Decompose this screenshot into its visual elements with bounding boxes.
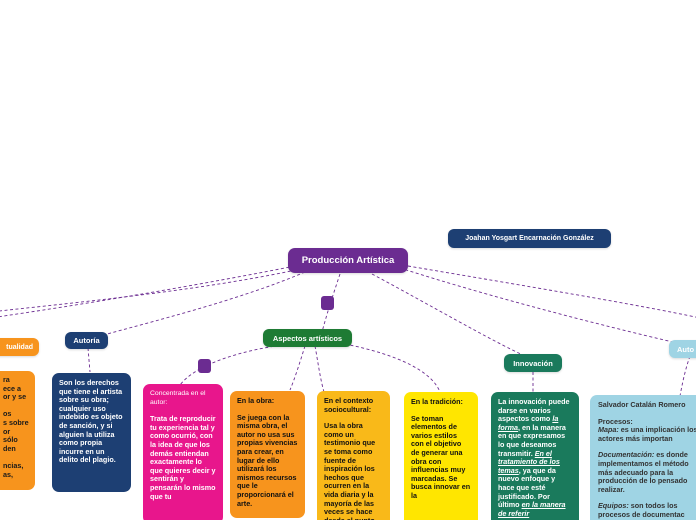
box-salvador-catalan[interactable]: Salvador Catalán Romero Procesos: Mapa: … — [590, 395, 696, 520]
contexto-text: Usa la obra como un testimonio que se to… — [324, 421, 376, 520]
procesos-label: Procesos: — [598, 416, 633, 426]
actualidad-line: ra — [3, 375, 10, 384]
innovacion-underline-forma: la forma — [498, 414, 559, 432]
link-central-autor-right — [399, 267, 691, 347]
equipos-text: son todos los procesos de documentac — [598, 501, 685, 519]
equipos-label: Equipos: — [598, 501, 629, 511]
box-autoria-text[interactable]: Son los derechos que tiene el artista so… — [52, 373, 131, 492]
equipos-paragraph: Equipos: son todos los procesos de docum… — [598, 502, 696, 519]
actualidad-line: as, — [3, 469, 13, 479]
marker-square-upper[interactable] — [321, 296, 334, 310]
link-central-far-right — [407, 265, 696, 318]
actualidad-line: ece a — [3, 383, 21, 393]
link-autor-right-text — [679, 355, 691, 397]
actualidad-line: s sobre — [3, 417, 29, 427]
innovacion-text-1: La innovación puede darse en varios aspe… — [498, 397, 570, 424]
link-aspectos-yellow — [314, 345, 325, 393]
link-aspectos-tradicion — [344, 343, 441, 393]
salvador-name: Salvador Catalán Romero — [598, 400, 686, 409]
documentacion-text: es donde implementamos el método más ade… — [598, 450, 689, 494]
central-topic-label: Producción Artística — [301, 255, 395, 266]
author-name-label: Joahan Yosgart Encarnación González — [465, 235, 594, 242]
topic-aspectos-label: Aspectos artísticos — [272, 333, 343, 343]
mapa-paragraph: Mapa: es una implicación los actores más… — [598, 425, 696, 443]
tradicion-heading: En la tradición: — [411, 397, 463, 406]
topic-autoria-label: Autoría — [73, 336, 100, 345]
marker-square-lower[interactable] — [198, 359, 211, 373]
actualidad-line: or y se — [3, 392, 27, 402]
topic-actualidad[interactable]: tualidad — [0, 338, 39, 356]
link-central-actualidad — [0, 264, 301, 317]
box-concentrada-autor[interactable]: Concentrada en el autor: Trata de reprod… — [143, 384, 223, 520]
box-en-la-obra[interactable]: En la obra: Se juega con la misma obra, … — [230, 391, 305, 518]
actualidad-line: sólo — [3, 435, 18, 445]
obra-text: Se juega con la misma obra, el autor no … — [237, 412, 298, 508]
pink-heading: Concentrada en el autor: — [150, 390, 206, 406]
actualidad-line: ncias, — [3, 460, 24, 470]
innovacion-underline-referir: en la manera de referir — [498, 500, 566, 518]
innovacion-underline-temas: En el tratamiento de los temas — [498, 448, 560, 475]
pink-text: Trata de reproducir tu experiencia tal y… — [150, 414, 216, 501]
topic-actualidad-label: tualidad — [6, 343, 33, 351]
link-aspectos-orange — [289, 345, 306, 391]
actualidad-line: den — [3, 443, 16, 453]
link-central-innovacion — [371, 273, 526, 357]
obra-heading: En la obra: — [237, 396, 275, 405]
author-name-tag[interactable]: Joahan Yosgart Encarnación González — [448, 229, 611, 248]
innovacion-text-2: , en la manera en que expresamos lo que … — [498, 422, 566, 458]
link-aspectos-pink — [179, 343, 291, 386]
actualidad-line: os — [3, 409, 12, 419]
autoria-description: Son los derechos que tiene el artista so… — [59, 378, 123, 465]
mapa-text: es una implicación los actores más impor… — [598, 425, 696, 443]
topic-autor-right-label: Auto — [677, 344, 695, 354]
box-en-la-tradicion[interactable]: En la tradición: Se toman elementos de v… — [404, 392, 478, 520]
link-central-left-offscreen — [0, 269, 297, 312]
topic-aspectos-artisticos[interactable]: Aspectos artísticos — [263, 329, 352, 347]
box-contexto-sociocultural[interactable]: En el contexto sociocultural: Usa la obr… — [317, 391, 390, 520]
topic-innovacion[interactable]: Innovación — [504, 354, 562, 372]
topic-autor-right[interactable]: Auto — [669, 340, 696, 358]
link-central-autoria — [99, 271, 306, 337]
link-autoria-text — [87, 347, 91, 373]
topic-autoria[interactable]: Autoría — [65, 332, 108, 349]
documentacion-label: Documentación: — [598, 450, 655, 460]
mapa-label: Mapa: — [598, 425, 619, 435]
tradicion-text: Se toman elementos de varios estilos con… — [411, 413, 471, 500]
topic-innovacion-label: Innovación — [513, 358, 553, 368]
documentacion-paragraph: Documentación: es donde implementamos el… — [598, 451, 696, 494]
contexto-heading: En el contexto sociocultural: — [324, 396, 374, 414]
box-innovacion-text[interactable]: La innovación puede darse en varios aspe… — [491, 392, 579, 520]
central-topic[interactable]: Producción Artística — [288, 248, 408, 273]
innovacion-text-3: , ya que da nuevo enfoque y hace que est… — [498, 465, 556, 510]
actualidad-line: or — [3, 426, 11, 436]
